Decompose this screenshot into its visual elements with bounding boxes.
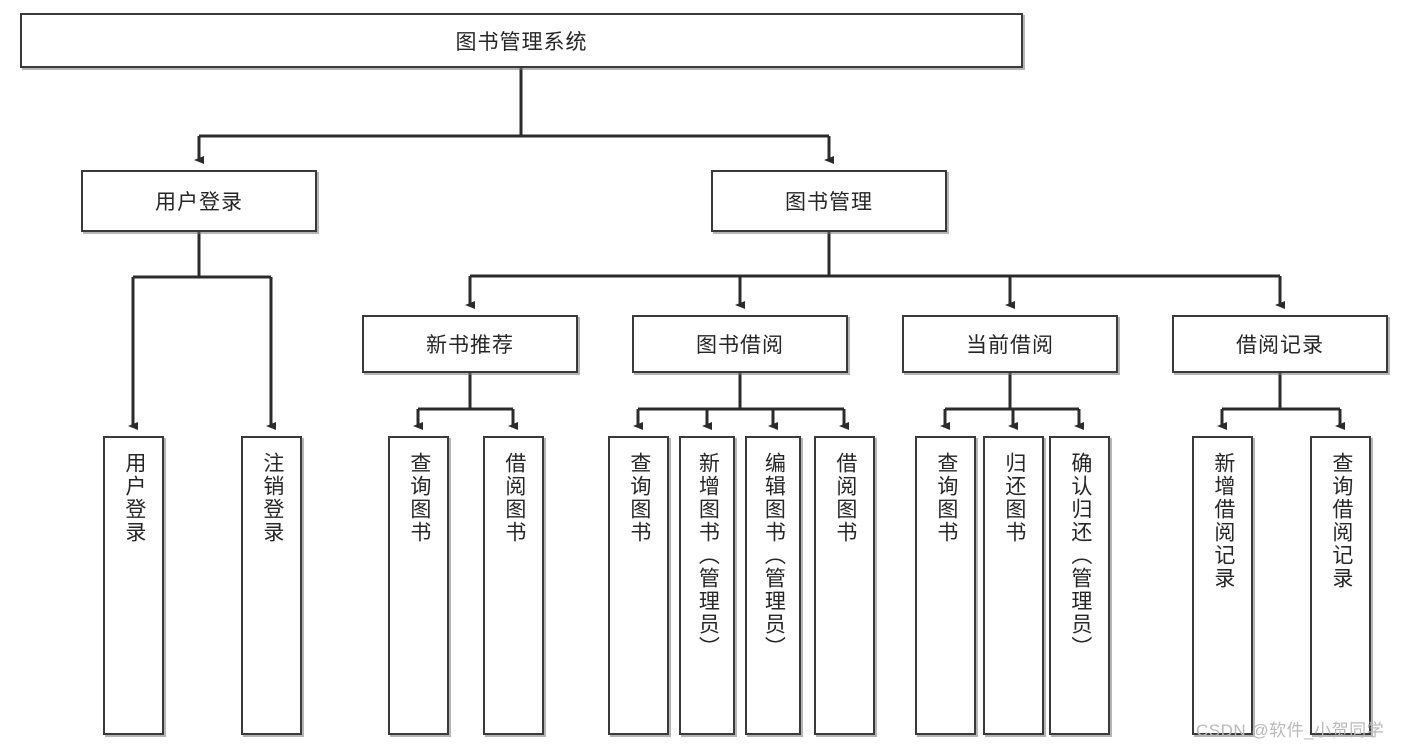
- node-user-login-label: 用户登录: [155, 191, 243, 214]
- node-leaf-user-login[interactable]: 用户登录: [103, 436, 164, 735]
- node-leaf-borrow-book-rec-label: 借阅图书: [502, 452, 526, 544]
- node-borrow-record-label: 借阅记录: [1236, 334, 1324, 357]
- node-new-book-rec[interactable]: 新书推荐: [362, 315, 578, 373]
- node-leaf-query-record-label: 查询借阅记录: [1329, 452, 1353, 590]
- node-new-book-rec-label: 新书推荐: [426, 334, 514, 357]
- node-root[interactable]: 图书管理系统: [20, 13, 1023, 68]
- node-leaf-query-record[interactable]: 查询借阅记录: [1310, 436, 1371, 735]
- node-leaf-query-book-rec-label: 查询图书: [407, 452, 431, 544]
- node-leaf-query-book-rec[interactable]: 查询图书: [388, 436, 449, 735]
- node-leaf-query-book-current-label: 查询图书: [934, 452, 958, 544]
- node-leaf-logout[interactable]: 注销登录: [241, 436, 302, 735]
- node-leaf-add-book-label: 新增图书（管理员）: [696, 452, 720, 659]
- node-book-borrow-label: 图书借阅: [696, 334, 784, 357]
- node-leaf-borrow-book-rec[interactable]: 借阅图书: [483, 436, 544, 735]
- node-leaf-query-book-borrow[interactable]: 查询图书: [608, 436, 669, 735]
- node-user-login[interactable]: 用户登录: [81, 170, 317, 232]
- node-leaf-borrow-book[interactable]: 借阅图书: [814, 436, 875, 735]
- node-leaf-query-book-current[interactable]: 查询图书: [915, 436, 976, 735]
- node-current-borrow[interactable]: 当前借阅: [902, 315, 1118, 373]
- node-leaf-logout-label: 注销登录: [260, 452, 284, 544]
- node-leaf-confirm-return-label: 确认归还（管理员）: [1068, 452, 1092, 659]
- node-book-manage[interactable]: 图书管理: [711, 170, 947, 232]
- node-leaf-add-book[interactable]: 新增图书（管理员）: [679, 436, 735, 735]
- csdn-watermark: CSDN @软件_小贺同学: [1196, 721, 1385, 740]
- node-leaf-query-book-borrow-label: 查询图书: [627, 452, 651, 544]
- node-current-borrow-label: 当前借阅: [966, 334, 1054, 357]
- node-borrow-record[interactable]: 借阅记录: [1172, 315, 1388, 373]
- node-leaf-add-record[interactable]: 新增借阅记录: [1192, 436, 1253, 735]
- node-leaf-edit-book[interactable]: 编辑图书（管理员）: [745, 436, 801, 735]
- node-book-borrow[interactable]: 图书借阅: [632, 315, 848, 373]
- node-root-label: 图书管理系统: [455, 30, 588, 54]
- node-leaf-edit-book-label: 编辑图书（管理员）: [762, 452, 786, 659]
- node-leaf-add-record-label: 新增借阅记录: [1211, 452, 1235, 590]
- node-leaf-return-book[interactable]: 归还图书: [983, 436, 1044, 735]
- node-leaf-return-book-label: 归还图书: [1002, 452, 1026, 544]
- node-leaf-user-login-label: 用户登录: [122, 452, 146, 544]
- node-book-manage-label: 图书管理: [785, 191, 873, 214]
- node-leaf-confirm-return[interactable]: 确认归还（管理员）: [1049, 436, 1110, 735]
- node-leaf-borrow-book-label: 借阅图书: [833, 452, 857, 544]
